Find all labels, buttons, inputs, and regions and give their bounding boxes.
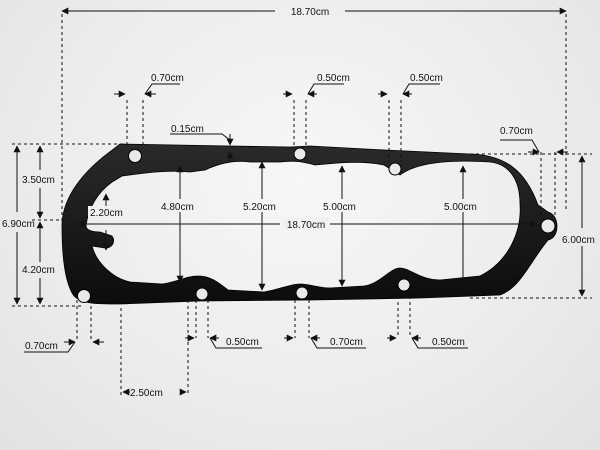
bottom-hole-3-label: 0.70cm	[330, 337, 363, 348]
gasket	[61, 143, 558, 305]
top-hole-1-label: 0.70cm	[151, 73, 184, 84]
lower-left-height-label: 4.20cm	[22, 265, 55, 276]
web-width-label: 0.15cm	[171, 124, 204, 135]
bore-4-label: 5.00cm	[444, 202, 477, 213]
dim-right-hole: 0.70cm	[500, 126, 568, 218]
dim-web-width: 0.15cm	[170, 124, 234, 162]
overall-length-label: 18.70cm	[291, 7, 329, 18]
top-hole-2-label: 0.50cm	[317, 73, 350, 84]
inner-length-label: 18.70cm	[287, 220, 325, 231]
dim-bore-3: 5.00cm	[323, 165, 356, 287]
dim-bore-4: 5.00cm	[444, 165, 477, 290]
dim-top-hole-1: 0.70cm	[114, 73, 184, 146]
dim-bottom-spacing: 2.50cm	[120, 300, 189, 399]
bolt-hole-bottom-4	[397, 278, 411, 292]
right-hole-label: 0.70cm	[500, 126, 533, 137]
dim-inner-length: 18.70cm	[77, 217, 537, 231]
bolt-hole-top-2	[293, 147, 307, 161]
overall-height-label: 6.90cm	[2, 219, 35, 230]
dim-bottom-left-hole: 0.70cm	[24, 300, 104, 353]
bore-3-label: 5.00cm	[323, 202, 356, 213]
dim-top-hole-3: 0.50cm	[378, 73, 443, 162]
right-height-label: 6.00cm	[562, 235, 595, 246]
bolt-hole-bottom-3	[295, 286, 309, 300]
dim-bottom-hole-2: 0.50cm	[185, 300, 262, 349]
dim-left-bore: 2.20cm	[88, 193, 130, 251]
top-hole-3-label: 0.50cm	[410, 73, 443, 84]
dim-bottom-hole-4: 0.50cm	[387, 290, 468, 349]
bolt-hole-right	[540, 218, 556, 234]
bolt-hole-bottom-1	[77, 289, 91, 303]
left-bore-label: 2.20cm	[90, 208, 123, 219]
bottom-left-hole-label: 0.70cm	[25, 341, 58, 352]
bottom-hole-2-label: 0.50cm	[226, 337, 259, 348]
bottom-spacing-label: 2.50cm	[130, 388, 163, 399]
dim-right-height: 6.00cm	[470, 153, 595, 299]
bore-1-label: 4.80cm	[161, 202, 194, 213]
dim-bottom-hole-3: 0.70cm	[284, 300, 366, 349]
bolt-hole-top-1	[128, 149, 142, 163]
gasket-body	[61, 143, 558, 305]
dim-bore-2: 5.20cm	[243, 161, 276, 291]
dim-top-hole-2: 0.50cm	[283, 73, 350, 146]
dim-bore-1: 4.80cm	[161, 165, 194, 283]
dim-overall-length: 18.70cm	[61, 7, 567, 226]
bottom-hole-4-label: 0.50cm	[432, 337, 465, 348]
upper-left-height-label: 3.50cm	[22, 175, 55, 186]
dim-left-heights: 6.90cm 3.50cm 4.20cm	[2, 143, 124, 307]
bore-2-label: 5.20cm	[243, 202, 276, 213]
bolt-hole-bottom-2	[195, 287, 209, 301]
bolt-hole-top-3	[388, 162, 402, 176]
